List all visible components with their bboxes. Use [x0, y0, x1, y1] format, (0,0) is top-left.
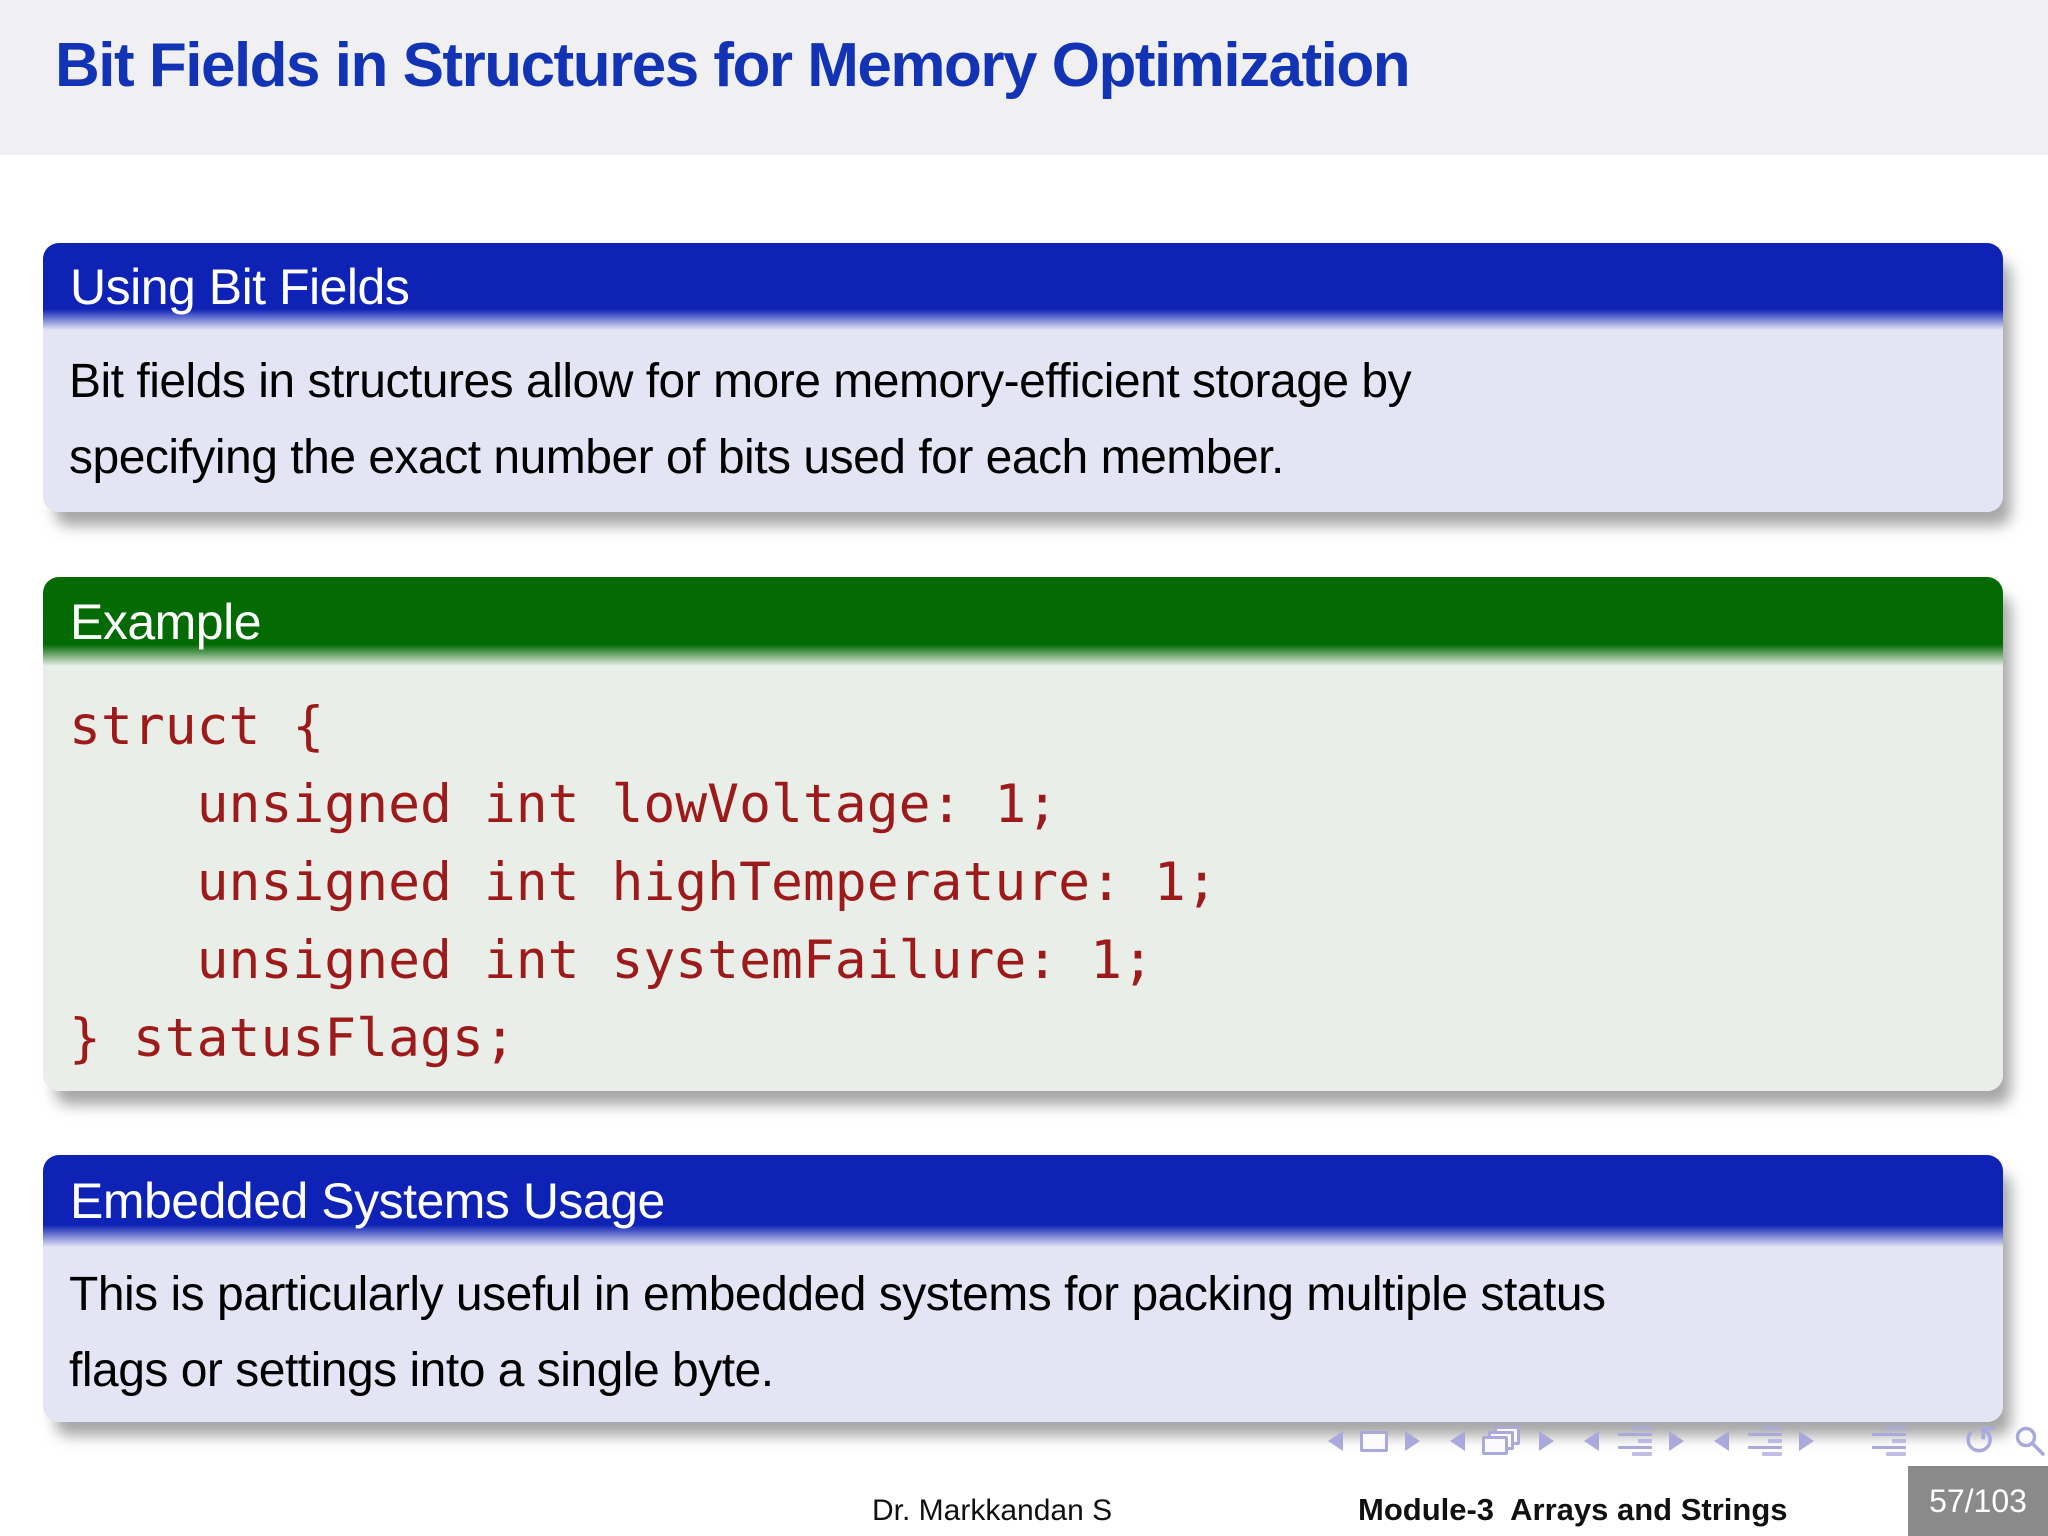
- code-line: unsigned int lowVoltage: 1;: [69, 774, 1059, 835]
- next-doc-icon[interactable]: [1799, 1431, 1814, 1451]
- frames-stack-icon[interactable]: [1482, 1426, 1522, 1456]
- section-list-icon[interactable]: [1616, 1426, 1652, 1456]
- body-text-line: flags or settings into a single byte.: [69, 1344, 774, 1397]
- navigation-bar: ↺ ↻: [1328, 1416, 2048, 1465]
- doc-list-icon[interactable]: [1746, 1426, 1782, 1456]
- appendix-list-icon[interactable]: [1870, 1426, 1906, 1456]
- code-line: struct {: [69, 696, 325, 757]
- next-frame-icon[interactable]: [1405, 1431, 1420, 1451]
- code-line: unsigned int highTemperature: 1;: [69, 852, 1218, 913]
- body-text-line: This is particularly useful in embedded …: [69, 1268, 1606, 1321]
- block-body-example: struct { unsigned int lowVoltage: 1; uns…: [43, 666, 2003, 1091]
- prev-doc-icon[interactable]: [1714, 1431, 1729, 1451]
- search-icon[interactable]: [2014, 1425, 2046, 1457]
- next-section-icon[interactable]: [1669, 1431, 1684, 1451]
- frame-icon[interactable]: [1360, 1430, 1388, 1452]
- block-body-using-bit-fields: Bit fields in structures allow for more …: [43, 330, 2003, 512]
- footer-module-title: Module-3 Arrays and Strings: [1358, 1492, 1788, 1527]
- prev-subsection-icon[interactable]: [1450, 1431, 1465, 1451]
- block-title-using-bit-fields: Using Bit Fields: [43, 243, 2003, 330]
- page-number: 57/103: [1929, 1482, 2027, 1519]
- block-title-embedded-systems-usage: Embedded Systems Usage: [43, 1155, 2003, 1247]
- code-line: } statusFlags;: [69, 1008, 516, 1069]
- frame-title: Bit Fields in Structures for Memory Opti…: [55, 31, 1411, 100]
- block-using-bit-fields: Using Bit Fields Bit fields in structure…: [43, 243, 2003, 512]
- block-embedded-systems-usage: Embedded Systems Usage This is particula…: [43, 1155, 2003, 1422]
- block-body-embedded-systems-usage: This is particularly useful in embedded …: [43, 1247, 2003, 1422]
- page-number-box: 57/103: [1908, 1466, 2048, 1536]
- frame-title-bar: [0, 0, 2048, 155]
- block-title-example: Example: [43, 577, 2003, 666]
- undo-icon[interactable]: ↺: [1962, 1416, 1998, 1465]
- body-text-line: specifying the exact number of bits used…: [69, 431, 1284, 484]
- block-example: Example struct { unsigned int lowVoltage…: [43, 577, 2003, 1091]
- prev-frame-icon[interactable]: [1328, 1431, 1343, 1451]
- code-line: unsigned int systemFailure: 1;: [69, 930, 1154, 991]
- prev-section-icon[interactable]: [1584, 1431, 1599, 1451]
- next-subsection-icon[interactable]: [1539, 1431, 1554, 1451]
- body-text-line: Bit fields in structures allow for more …: [69, 355, 1412, 408]
- footer-author: Dr. Markkandan S: [872, 1494, 1113, 1527]
